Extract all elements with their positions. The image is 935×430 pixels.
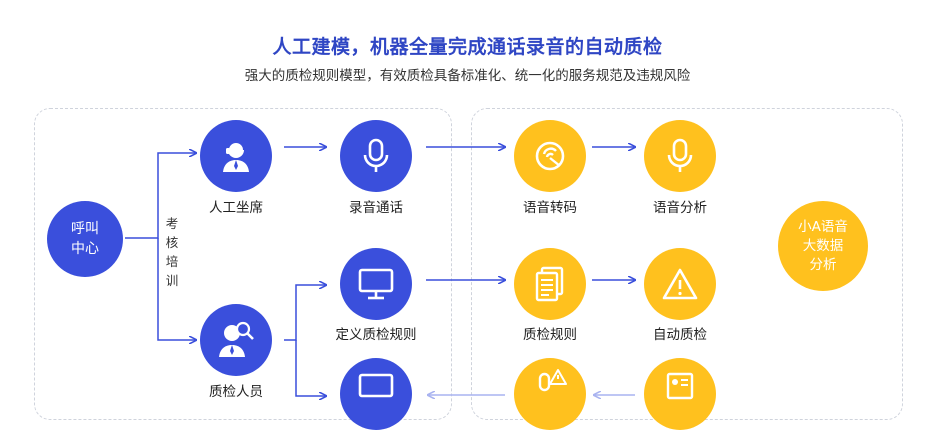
qc-rules-label: 质检规则 [523, 327, 577, 343]
report-icon [666, 372, 694, 400]
inspector-icon [219, 321, 254, 357]
big-data-label: 小A语音 大数据 分析 [798, 218, 848, 273]
speech-transcription-label: 语音转码 [523, 200, 577, 216]
call-center-node: 呼叫 中心 [47, 201, 123, 277]
recording-label: 录音通话 [349, 200, 403, 216]
bottom-monitor-node [340, 358, 412, 430]
inspector-bracket [284, 285, 326, 396]
sound-wave-icon [535, 141, 565, 171]
training-label: 考核培训 [165, 216, 179, 288]
monitor-icon [358, 268, 394, 300]
agent-icon [223, 141, 249, 172]
define-rules-node [340, 248, 412, 320]
microphone-icon [363, 138, 389, 172]
define-rules-label: 定义质检规则 [335, 327, 417, 343]
flow-connectors [125, 0, 935, 400]
page-subtitle: 强大的质检规则模型，有效质检具备标准化、统一化的服务规范及违规风险 [244, 68, 691, 84]
qc-rules-node [514, 248, 586, 320]
auto-qc-node [644, 248, 716, 320]
mic-warning-icon [538, 369, 567, 392]
call-center-label: 呼叫 中心 [71, 221, 99, 257]
inspector-label: 质检人员 [209, 384, 263, 400]
auto-qc-label: 自动质检 [653, 327, 707, 343]
recording-node [340, 120, 412, 192]
speech-analysis-label: 语音分析 [653, 200, 707, 216]
bottom-alert-mic-node [514, 358, 586, 430]
bottom-report-node [644, 358, 716, 430]
speech-analysis-node [644, 120, 716, 192]
agent-label: 人工坐席 [209, 200, 263, 216]
microphone-icon-2 [667, 138, 693, 172]
monitor-icon-2 [358, 373, 394, 398]
speech-transcription-node [514, 120, 586, 192]
page-title: 人工建模，机器全量完成通话录音的自动质检 [272, 36, 663, 58]
agent-node [200, 120, 272, 192]
warning-icon [662, 268, 698, 300]
big-data-node: 小A语音 大数据 分析 [778, 201, 868, 291]
document-icon [535, 266, 564, 302]
inspector-node [200, 304, 272, 376]
call-center-bracket [125, 153, 196, 340]
